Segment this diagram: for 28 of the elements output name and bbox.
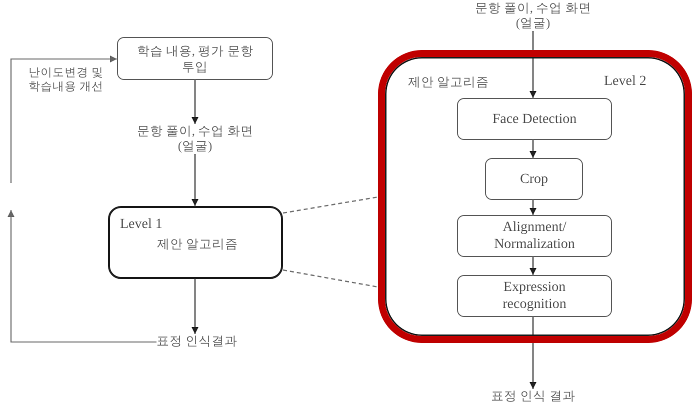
text-label: 문항 풀이, 수업 화면 (얼굴) xyxy=(469,1,597,31)
process-box: Crop xyxy=(485,158,583,200)
arrow xyxy=(192,80,198,124)
process-box: Expression recognition xyxy=(457,275,612,317)
box-title: 제안 알고리즘 xyxy=(157,236,238,253)
level-label: Level 2 xyxy=(604,74,646,90)
text-label: 표정 인식결과 xyxy=(156,334,238,349)
box-title: 제안 알고리즘 xyxy=(408,74,490,91)
level-label: Level 1 xyxy=(120,217,162,233)
dashed-line xyxy=(282,269,378,288)
text-label: 표정 인식 결과 xyxy=(491,389,576,404)
arrow xyxy=(530,317,536,389)
arrow xyxy=(530,31,536,98)
arrow xyxy=(192,279,198,334)
text-label: 문항 풀이, 수업 화면 (얼굴) xyxy=(131,124,259,154)
process-box: 학습 내용, 평가 문항 투입 xyxy=(117,37,273,80)
dashed-line xyxy=(282,196,378,214)
rounded-frame xyxy=(378,50,692,343)
arrow xyxy=(192,154,198,206)
arrow xyxy=(8,210,156,343)
arrow xyxy=(530,140,536,158)
arrow xyxy=(530,200,536,215)
process-box: Face Detection xyxy=(457,98,612,140)
arrow xyxy=(10,56,117,183)
arrow xyxy=(530,257,536,275)
rounded-box xyxy=(108,206,283,279)
process-box: Alignment/ Normalization xyxy=(457,215,612,257)
edge-label: 난이도변경 및 학습내용 개선 xyxy=(28,66,104,94)
